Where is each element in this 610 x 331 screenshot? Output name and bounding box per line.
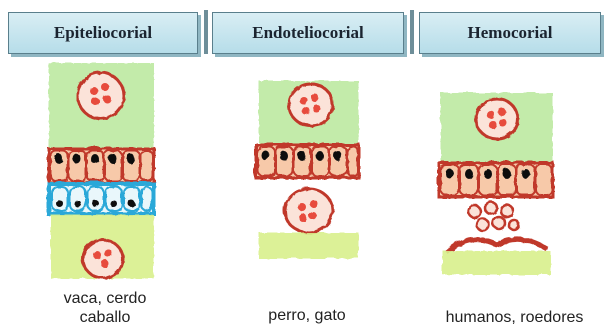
trophoblast [48, 148, 153, 182]
fetal-capillary [288, 83, 332, 125]
maternal-blood-lake-border [446, 239, 546, 252]
trophoblast [255, 144, 358, 177]
caption-hemocorial: humanos, roedores [422, 308, 607, 327]
maternal-capillary [284, 188, 332, 232]
maternal-blood-cells [468, 201, 518, 230]
fetal-capillary [475, 98, 517, 138]
hemocorial-illustration [438, 92, 552, 274]
caption-epiteliocorial-line1: vaca, cerdo [40, 289, 170, 308]
maternal-connective-tissue [442, 250, 550, 274]
maternal-connective-tissue [258, 232, 358, 258]
epiteliocorial-illustration [48, 62, 153, 278]
fetal-capillary [77, 72, 123, 118]
caption-endoteliocorial: perro, gato [252, 306, 362, 325]
caption-epiteliocorial-line2: caballo [40, 308, 170, 327]
maternal-capillary [82, 239, 122, 277]
caption-epiteliocorial: vaca, cerdo caballo [40, 289, 170, 327]
endoteliocorial-illustration [255, 80, 358, 258]
